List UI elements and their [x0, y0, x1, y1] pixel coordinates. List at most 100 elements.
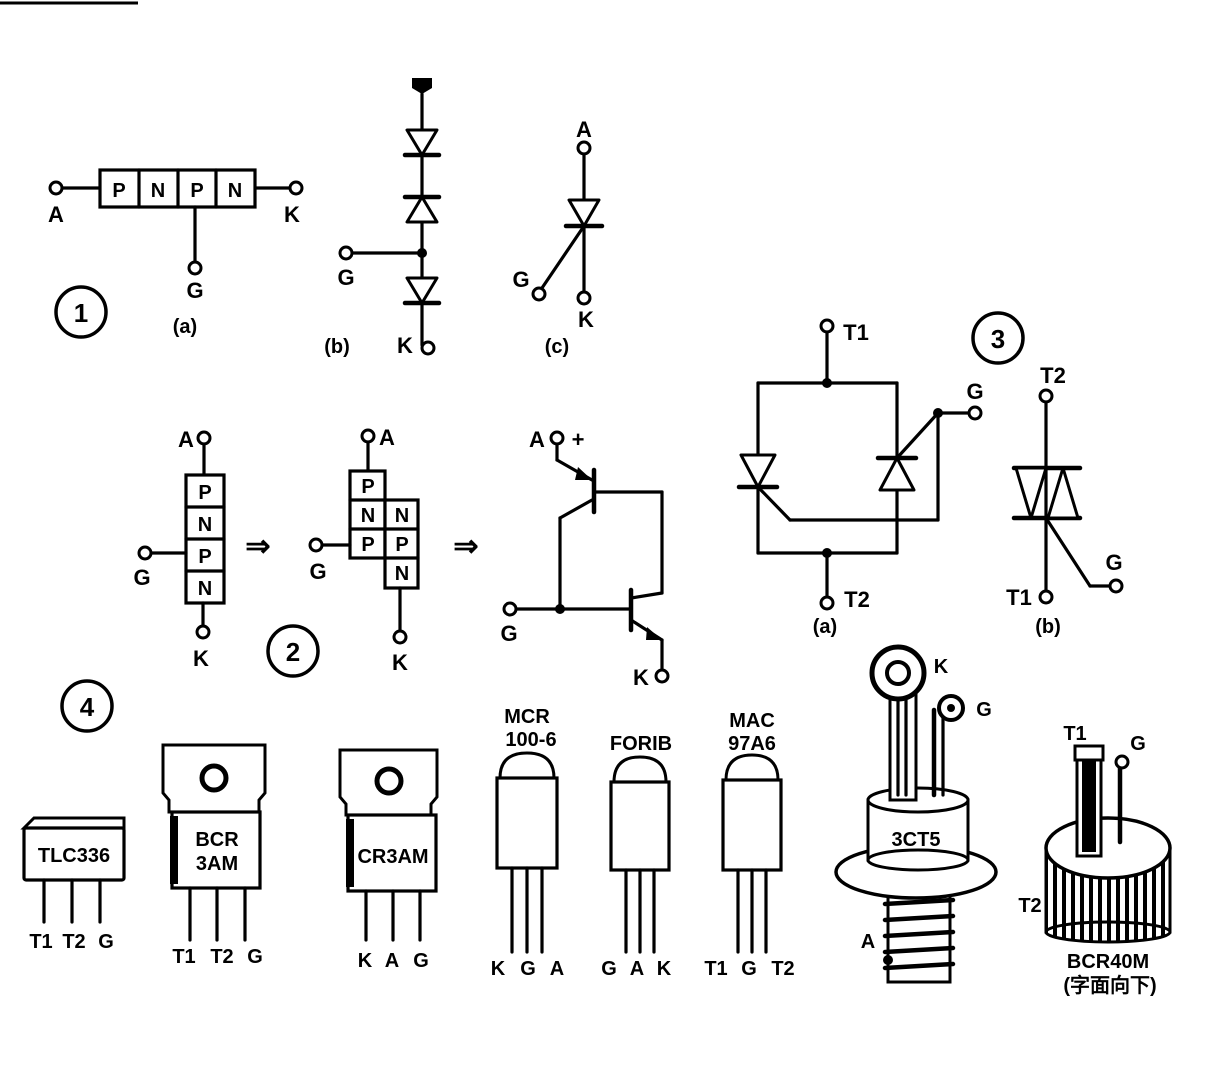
fig3a-anti-parallel-scr: T1 T2 G (a): [736, 318, 984, 638]
gate-terminal: [137, 545, 153, 561]
package-3ct5: 3CT5 K G A: [834, 644, 998, 984]
svg-text:T2: T2: [771, 958, 794, 980]
svg-text:G: G: [520, 958, 536, 980]
gate-terminal: [1108, 578, 1124, 594]
fig3-number: 3: [971, 311, 1025, 365]
gate-terminal: [308, 537, 324, 553]
t1-terminal: [1038, 589, 1054, 605]
t2-terminal: [819, 595, 835, 611]
caption-c: (c): [545, 336, 569, 358]
svg-text:N: N: [361, 505, 375, 527]
label-g: G: [186, 278, 203, 303]
label-a: A: [576, 117, 592, 142]
svg-text:1: 1: [74, 298, 88, 328]
svg-text:A: A: [550, 958, 564, 980]
svg-text:N: N: [198, 578, 212, 600]
svg-text:BCR40M: BCR40M: [1067, 951, 1149, 973]
fig2-transistor-model: A + G K: [500, 427, 670, 690]
label-g: G: [133, 565, 150, 590]
anode-terminal: [360, 428, 376, 444]
cathode-terminal: [392, 629, 408, 645]
fig1c-scr-symbol: A G K (c): [512, 117, 605, 358]
fig2-number: 2: [266, 624, 320, 678]
svg-text:G: G: [601, 958, 617, 980]
caption-a: (a): [173, 316, 197, 338]
arrow-1: ⇒: [245, 530, 270, 563]
svg-text:A: A: [861, 931, 875, 953]
svg-text:K: K: [657, 958, 672, 980]
label-g: G: [337, 265, 354, 290]
label-k: K: [397, 333, 413, 358]
svg-text:G: G: [741, 958, 757, 980]
label-t1: T1: [1006, 585, 1032, 610]
label-t1: T1: [843, 320, 869, 345]
label-g: G: [512, 267, 529, 292]
anode-terminal: [196, 430, 212, 446]
package-bcr40m: T1 G T2 BCR40M (字面向下): [1018, 723, 1172, 997]
svg-text:K: K: [491, 958, 506, 980]
svg-text:N: N: [395, 563, 409, 585]
label-g: G: [966, 379, 983, 404]
layer-n1: N: [151, 180, 165, 202]
svg-text:G: G: [1130, 733, 1146, 755]
svg-text:BCR: BCR: [195, 829, 239, 851]
svg-text:T1: T1: [29, 931, 52, 953]
svg-text:FORIB: FORIB: [610, 733, 672, 755]
svg-text:N: N: [395, 505, 409, 527]
fig2-split-structure: P N P N P N A G K: [308, 425, 420, 675]
label-t2: T2: [844, 587, 870, 612]
t1-terminal: [819, 318, 835, 334]
svg-text:G: G: [247, 946, 263, 968]
label-g: G: [309, 559, 326, 584]
svg-text:3: 3: [991, 324, 1005, 354]
gate-terminal: [531, 286, 547, 302]
svg-text:N: N: [198, 514, 212, 536]
caption-b: (b): [324, 336, 350, 358]
gate-terminal: [187, 260, 203, 276]
fig1a-pnpn-structure: P N P N A K G (a): [48, 168, 304, 338]
gate-terminal: [338, 245, 354, 261]
package-cr3am: CR3AM K A G: [338, 748, 439, 972]
package-tlc336: TLC336 T1 T2 G: [20, 816, 126, 953]
label-a: A: [379, 425, 395, 450]
svg-text:T1: T1: [1063, 723, 1086, 745]
label-t2: T2: [1040, 363, 1066, 388]
svg-text:T1: T1: [704, 958, 727, 980]
package-mcr100-6: MCR 100-6 K G A: [491, 706, 564, 980]
svg-text:A: A: [630, 958, 644, 980]
label-plus: +: [572, 427, 585, 452]
fig4-number: 4: [60, 679, 114, 733]
svg-text:(字面向下): (字面向下): [1063, 973, 1156, 997]
svg-text:T1: T1: [172, 946, 195, 968]
gate-terminal: [967, 405, 983, 421]
svg-text:G: G: [413, 950, 429, 972]
svg-text:97A6: 97A6: [728, 733, 776, 755]
svg-text:100-6: 100-6: [505, 729, 556, 751]
svg-text:A: A: [385, 950, 399, 972]
arrow-2: ⇒: [453, 530, 478, 563]
svg-text:T2: T2: [62, 931, 85, 953]
label-g: G: [500, 621, 517, 646]
svg-text:G: G: [98, 931, 114, 953]
svg-text:MCR: MCR: [504, 706, 550, 728]
svg-text:4: 4: [80, 692, 95, 722]
layer-p1: P: [112, 180, 125, 202]
t2-terminal: [1038, 388, 1054, 404]
label-g: G: [1105, 550, 1122, 575]
svg-text:2: 2: [286, 637, 300, 667]
cathode-terminal: [654, 668, 670, 684]
package-bcr3am: BCR 3AM T1 T2 G: [161, 743, 267, 968]
cathode-terminal: [288, 180, 304, 196]
svg-text:G: G: [976, 699, 992, 721]
layer-p2: P: [190, 180, 203, 202]
svg-text:P: P: [198, 546, 211, 568]
svg-text:K: K: [358, 950, 373, 972]
fig2-pnpn-stack: P N P N A G K: [133, 427, 226, 671]
label-k: K: [193, 646, 209, 671]
caption-a: (a): [813, 616, 837, 638]
gate-terminal: [502, 601, 518, 617]
label-a: A: [48, 202, 64, 227]
cathode-terminal: [195, 624, 211, 640]
svg-text:T2: T2: [1018, 895, 1041, 917]
